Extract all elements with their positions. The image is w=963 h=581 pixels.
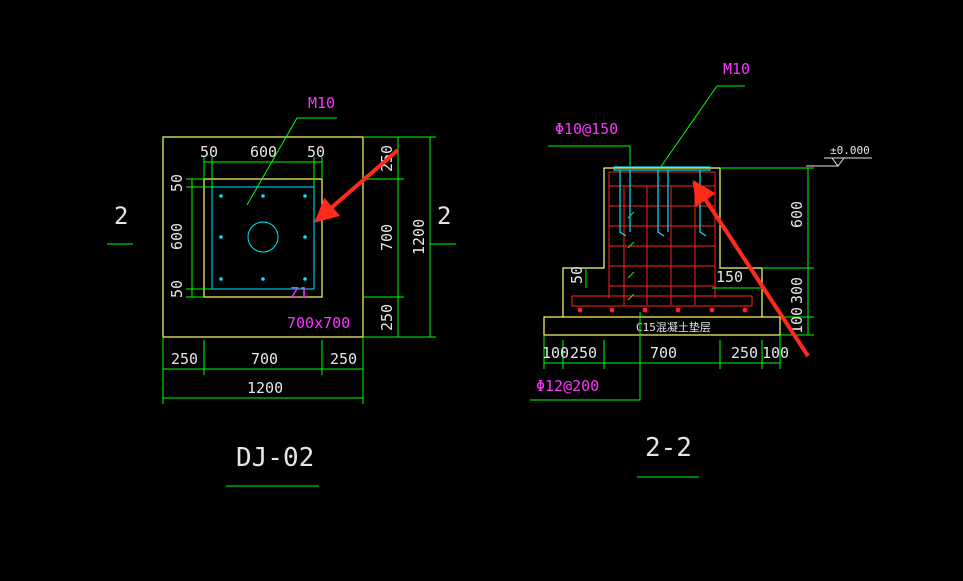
foundation-plan-view: 50 600 50 50 600 50 250 700 250 1200 <box>107 94 456 487</box>
plan-dim-right-2: 700 <box>378 224 396 251</box>
plan-dim-bottom-3: 250 <box>330 350 357 368</box>
center-hole <box>247 221 279 253</box>
section-dim-step-right: 150 <box>716 268 743 286</box>
section-bottom-rebar-label: Φ12@200 <box>536 377 599 395</box>
plan-dim-top-3: 50 <box>307 143 325 161</box>
rebar-slash-marks <box>627 211 635 301</box>
section-dim-right <box>720 167 814 336</box>
plan-dim-bottom <box>162 337 364 404</box>
anchor-bolts <box>613 166 711 237</box>
plan-dim-bottom-total: 1200 <box>247 379 283 397</box>
foundation-body-outline <box>562 167 763 317</box>
section-dim-right-1: 600 <box>788 201 806 228</box>
plan-dim-left <box>186 178 212 298</box>
plan-plate-leader <box>246 117 337 206</box>
section-bottom-rebar-leader <box>530 312 641 401</box>
plan-dim-right-3: 250 <box>378 304 396 331</box>
section-plate-leader <box>659 85 745 169</box>
section-step-dims <box>585 268 762 289</box>
section-title: 2-2 <box>645 433 692 463</box>
section-dim-bottom-2: 250 <box>570 344 597 362</box>
foundation-section-view: Φ10@150 M10 ±0.000 600 300 100 50 150 <box>530 60 872 478</box>
plan-section-mark-right: 2 <box>437 202 451 230</box>
section-dim-step-left: 50 <box>568 266 586 284</box>
level-mark <box>806 157 872 167</box>
plan-dim-left-3: 50 <box>168 280 186 298</box>
rebar-cage <box>571 171 753 307</box>
plan-dim-top-1: 50 <box>200 143 218 161</box>
section-dim-bottom-4: 250 <box>731 344 758 362</box>
column-outline <box>203 178 323 298</box>
plan-column-size: 700x700 <box>287 314 350 332</box>
section-top-rebar-label: Φ10@150 <box>555 120 618 138</box>
section-dim-right-3: 100 <box>788 307 806 334</box>
section-dim-bottom-3: 700 <box>650 344 677 362</box>
plan-dim-bottom-2: 700 <box>251 350 278 368</box>
plan-dim-left-1: 50 <box>168 174 186 192</box>
plan-dim-right <box>363 136 436 338</box>
anchor-bolt-dots <box>219 194 307 281</box>
rebar-dots <box>577 307 748 313</box>
level-label: ±0.000 <box>830 144 870 157</box>
plan-red-arrow <box>314 148 400 223</box>
cushion-label: C15混凝土垫层 <box>636 320 711 334</box>
plan-plate-label: M10 <box>308 94 335 112</box>
foundation-outline <box>162 136 364 338</box>
plan-dim-bottom-1: 250 <box>171 350 198 368</box>
plan-section-mark-left: 2 <box>114 202 128 230</box>
plan-dim-right-total: 1200 <box>410 219 428 255</box>
section-top-rebar-leader <box>548 145 631 166</box>
section-dim-bottom <box>543 335 781 369</box>
section-dim-right-2: 300 <box>788 277 806 304</box>
plan-dim-top-2: 600 <box>250 143 277 161</box>
section-dim-bottom-1: 100 <box>542 344 569 362</box>
embed-plate-outline <box>211 186 315 290</box>
section-dim-bottom-5: 100 <box>762 344 789 362</box>
plan-column-label: Z1 <box>290 284 308 302</box>
cushion-layer <box>543 316 781 336</box>
section-red-arrow <box>692 179 810 358</box>
plan-dim-top <box>203 157 323 187</box>
section-plate-label: M10 <box>723 60 750 78</box>
plan-title: DJ-02 <box>236 443 314 473</box>
plan-dim-left-2: 600 <box>168 223 186 250</box>
